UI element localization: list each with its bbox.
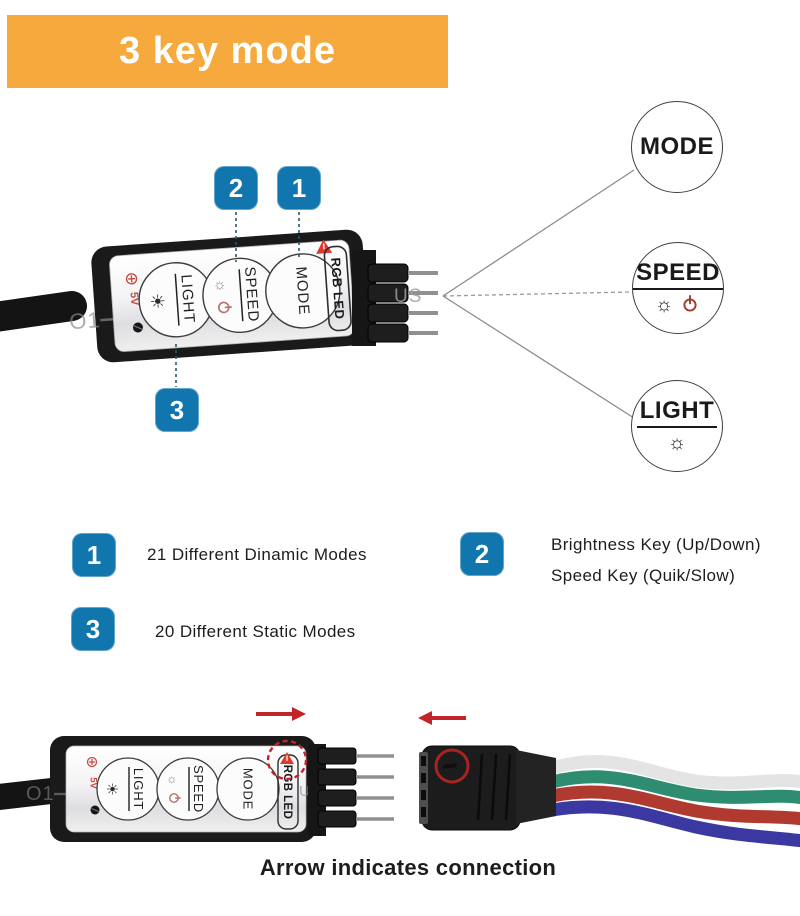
controller-body: O1 5V LIGHT ☀ <box>69 229 369 363</box>
mode-button: MODE <box>265 253 341 329</box>
speed-button-label: SPEED <box>241 266 262 323</box>
key-circle-light: LIGHT ☼ <box>631 380 723 472</box>
light-button: LIGHT ☀ <box>138 262 214 338</box>
wire-white <box>545 755 800 790</box>
legend-tag-2: 2 <box>460 532 504 576</box>
power-icon <box>169 793 181 803</box>
svg-text:LIGHT: LIGHT <box>131 768 146 810</box>
legend-text-3: 20 Different Static Modes <box>155 622 356 641</box>
pin-connector <box>308 744 394 836</box>
sun-icon: ☀ <box>147 292 168 309</box>
strip-connector <box>419 745 521 831</box>
connector-neck <box>516 750 556 824</box>
warning-triangle-icon <box>280 752 294 764</box>
banner: 3 key mode <box>7 15 448 88</box>
screw-icon <box>90 805 100 815</box>
plus-icon <box>86 756 98 768</box>
light-button-label: LIGHT <box>177 274 197 324</box>
sun-icon: ☀ <box>103 782 120 795</box>
callout-tag-1: 1 <box>277 166 321 210</box>
caption: Arrow indicates connection <box>259 855 557 880</box>
callout-tag-3: 3 <box>155 388 199 432</box>
watermark-right: US <box>394 286 422 307</box>
sun-icon: ☼ <box>212 278 230 293</box>
legend-text-2-line1: Brightness Key (Up/Down) <box>551 535 761 554</box>
mode-button-label: MODE <box>292 266 312 316</box>
wire-green <box>545 770 800 805</box>
arrow-right-icon <box>256 707 306 721</box>
pin-connector <box>352 250 438 346</box>
key-circle-mode: MODE <box>631 101 723 193</box>
connector-grooves <box>476 753 512 821</box>
sun-icon: ☼ <box>667 431 687 454</box>
connection-mark-circle <box>434 748 470 784</box>
power-cable <box>0 291 87 332</box>
svg-text:RGB LED: RGB LED <box>281 765 293 820</box>
screw-icon <box>132 322 143 333</box>
voltage-marking: 5V <box>127 292 140 307</box>
controller-photo: O1 5V LIGHT ☀ <box>0 229 438 363</box>
wire-blue <box>545 800 800 848</box>
power-cable <box>0 777 73 810</box>
legend-text-2-line2: Speed Key (Quik/Slow) <box>551 566 736 585</box>
highlight-circle <box>266 739 308 781</box>
sun-icon: ☼ <box>654 293 674 316</box>
callout-tag-2: 2 <box>214 166 258 210</box>
light-button: LIGHT ☀ <box>96 757 160 821</box>
wire-red <box>545 785 800 826</box>
callout-lines <box>175 212 300 387</box>
arrow-left-icon <box>418 711 466 725</box>
speed-button: SPEED ☼ <box>202 257 278 334</box>
fan-lines <box>442 169 635 419</box>
rgb-led-label: RGB LED <box>323 245 352 332</box>
svg-text:MODE: MODE <box>241 768 256 810</box>
light-key-label: LIGHT <box>636 397 718 428</box>
watermark-left: O1 <box>69 307 121 334</box>
embossed-arrow <box>443 763 457 769</box>
speed-button: SPEED ☼ <box>156 757 220 821</box>
power-icon <box>217 301 232 314</box>
power-icon <box>683 294 697 312</box>
warning-triangle-icon <box>316 239 333 254</box>
mode-key-label: MODE <box>640 132 714 160</box>
svg-text:O1: O1 <box>69 307 102 334</box>
speed-key-label: SPEED <box>633 259 723 290</box>
svg-text:RGB LED: RGB LED <box>328 257 347 320</box>
voltage-marking: 5V <box>88 777 99 789</box>
legend-tag-3: 3 <box>71 607 115 651</box>
connection-photo: O1 5V LIGHT ☀ <box>0 707 800 848</box>
key-circle-speed: SPEED ☼ <box>632 242 724 334</box>
mode-button: MODE <box>216 757 280 821</box>
plus-icon <box>125 273 138 285</box>
svg-text:O1: O1 <box>26 783 55 805</box>
controller-body-small: O1 5V LIGHT ☀ <box>26 736 321 842</box>
svg-text:SPEED: SPEED <box>191 765 206 813</box>
sun-icon: ☼ <box>166 775 180 786</box>
legend-text-1: 21 Different Dinamic Modes <box>147 545 367 564</box>
legend-tag-1: 1 <box>72 533 116 577</box>
banner-title: 3 key mode <box>119 30 336 72</box>
